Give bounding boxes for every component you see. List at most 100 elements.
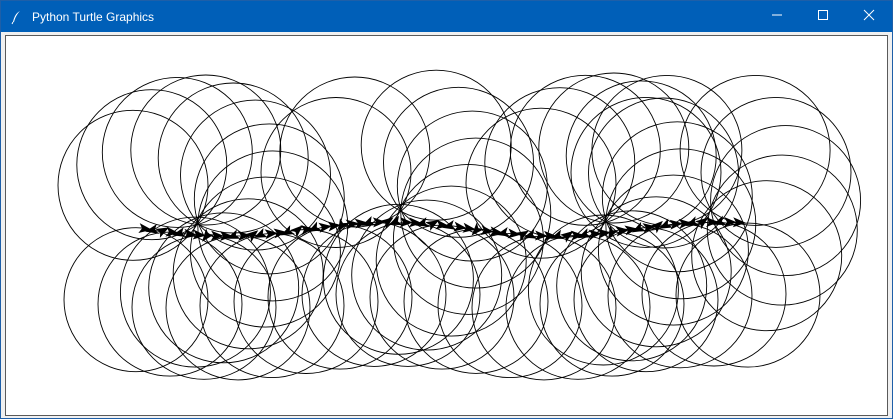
window-title: Python Turtle Graphics bbox=[32, 10, 155, 24]
circle-22 bbox=[465, 107, 617, 259]
turtle-arrow-icon bbox=[253, 227, 268, 238]
circle-41 bbox=[63, 227, 209, 373]
circle-34 bbox=[570, 96, 722, 248]
circle-2 bbox=[101, 76, 253, 228]
turtle-arrow-icon bbox=[165, 226, 179, 237]
turtle-arrow-icon bbox=[550, 229, 565, 239]
circle-40 bbox=[691, 180, 843, 332]
circle-19 bbox=[375, 185, 527, 337]
circle-32 bbox=[556, 210, 708, 362]
circle-10 bbox=[148, 212, 300, 364]
circle-44 bbox=[165, 235, 311, 381]
turtle-arrow-icon bbox=[534, 230, 548, 241]
turtle-arrow-icon bbox=[608, 225, 619, 240]
turtle-arrow-icon bbox=[570, 230, 584, 241]
circle-42 bbox=[97, 231, 243, 377]
turtle-arrow-icon bbox=[723, 217, 737, 228]
circle-12 bbox=[260, 97, 412, 248]
turtle-arrow-icon bbox=[145, 223, 159, 234]
turtle-arrow-icon bbox=[415, 217, 430, 227]
close-icon bbox=[863, 8, 875, 26]
turtle-arrow-icon bbox=[712, 215, 727, 226]
circle-15 bbox=[383, 86, 534, 238]
turtle-arrow-icon bbox=[515, 230, 529, 242]
turtle-arrow-icon bbox=[658, 218, 673, 229]
turtle-arrow-icon bbox=[705, 217, 719, 228]
circle-0 bbox=[57, 109, 209, 261]
turtle-arrow-icon bbox=[307, 221, 322, 232]
circle-56 bbox=[573, 227, 719, 373]
turtle-arrow-icon bbox=[624, 225, 638, 236]
circle-6 bbox=[193, 123, 345, 275]
turtle-arrow-icon bbox=[372, 217, 386, 228]
circle-24 bbox=[509, 74, 661, 226]
turtle-arrow-icon bbox=[496, 226, 511, 237]
circle-53 bbox=[471, 235, 617, 381]
turtle-arrow-icon bbox=[678, 218, 692, 229]
turtle-arrow-icon bbox=[338, 218, 349, 232]
maximize-icon bbox=[817, 8, 829, 26]
turtle-arrow-icon bbox=[631, 221, 646, 233]
circle-31 bbox=[580, 196, 732, 348]
circle-52 bbox=[437, 233, 583, 379]
circle-28 bbox=[601, 121, 753, 273]
turtle-arrow-icon bbox=[462, 222, 476, 233]
turtle-arrow-icon bbox=[388, 215, 403, 226]
circle-14 bbox=[360, 69, 512, 221]
circle-38 bbox=[710, 125, 862, 277]
turtle-arrow-icon bbox=[345, 219, 359, 230]
turtle-arrow-icon bbox=[408, 217, 422, 228]
title-bar[interactable]: Python Turtle Graphics bbox=[1, 1, 892, 32]
turtle-arrow-icon bbox=[435, 219, 449, 230]
circle-48 bbox=[301, 221, 447, 367]
turtle-arrow-icon bbox=[649, 220, 663, 234]
turtle-arrow-icon bbox=[318, 222, 332, 233]
circle-37 bbox=[700, 96, 852, 248]
circle-58 bbox=[641, 221, 787, 367]
turtle-arrow-icon bbox=[155, 227, 170, 238]
turtle-arrow-icon bbox=[354, 218, 368, 229]
maximize-button[interactable] bbox=[800, 1, 846, 32]
turtle-arrow-icon bbox=[615, 226, 629, 237]
turtle-arrow-icon bbox=[280, 225, 295, 236]
turtle-arrow-icon bbox=[380, 217, 394, 229]
turtle-arrow-icon bbox=[361, 216, 376, 226]
circle-17 bbox=[400, 137, 552, 289]
turtle-arrow-icon bbox=[577, 228, 592, 239]
circle-36 bbox=[679, 74, 831, 226]
turtle-arrow-icon bbox=[543, 230, 557, 241]
turtle-arrow-icon bbox=[202, 228, 215, 242]
circle-4 bbox=[157, 82, 309, 234]
turtle-arrow-icon bbox=[264, 229, 278, 240]
turtle-arrow-icon bbox=[183, 228, 197, 239]
turtle-arrow-icon bbox=[192, 229, 206, 240]
turtle-arrow-icon bbox=[732, 217, 746, 228]
minimize-icon bbox=[771, 8, 783, 26]
turtle-arrow-icon bbox=[523, 229, 538, 239]
turtle-arrow-icon bbox=[237, 230, 251, 241]
turtle-arrow-icon bbox=[480, 225, 494, 236]
turtle-arrow-icon bbox=[442, 220, 456, 230]
turtle-stamps bbox=[138, 215, 746, 243]
circle-11 bbox=[119, 216, 271, 368]
turtle-arrow-icon bbox=[327, 221, 341, 232]
turtle-arrow-icon bbox=[560, 231, 574, 243]
turtle-arrow-icon bbox=[453, 221, 467, 232]
turtle-arrow-icon bbox=[300, 225, 314, 236]
circle-26 bbox=[565, 80, 717, 232]
turtle-arrow-icon bbox=[244, 230, 259, 243]
circle-25 bbox=[538, 72, 690, 224]
turtle-arrow-icon bbox=[226, 229, 241, 239]
turtle-arrow-icon bbox=[210, 230, 224, 241]
turtle-canvas[interactable] bbox=[5, 35, 888, 416]
turtle-arrow-icon bbox=[597, 228, 611, 239]
feather-icon bbox=[9, 9, 25, 25]
circle-33 bbox=[527, 214, 679, 366]
close-button[interactable] bbox=[846, 1, 892, 32]
turtle-arrow-icon bbox=[694, 217, 709, 230]
turtle-arrow-icon bbox=[289, 225, 303, 238]
minimize-button[interactable] bbox=[754, 1, 800, 32]
turtle-arrow-icon bbox=[273, 228, 287, 239]
turtle-arrow-icon bbox=[425, 220, 439, 231]
